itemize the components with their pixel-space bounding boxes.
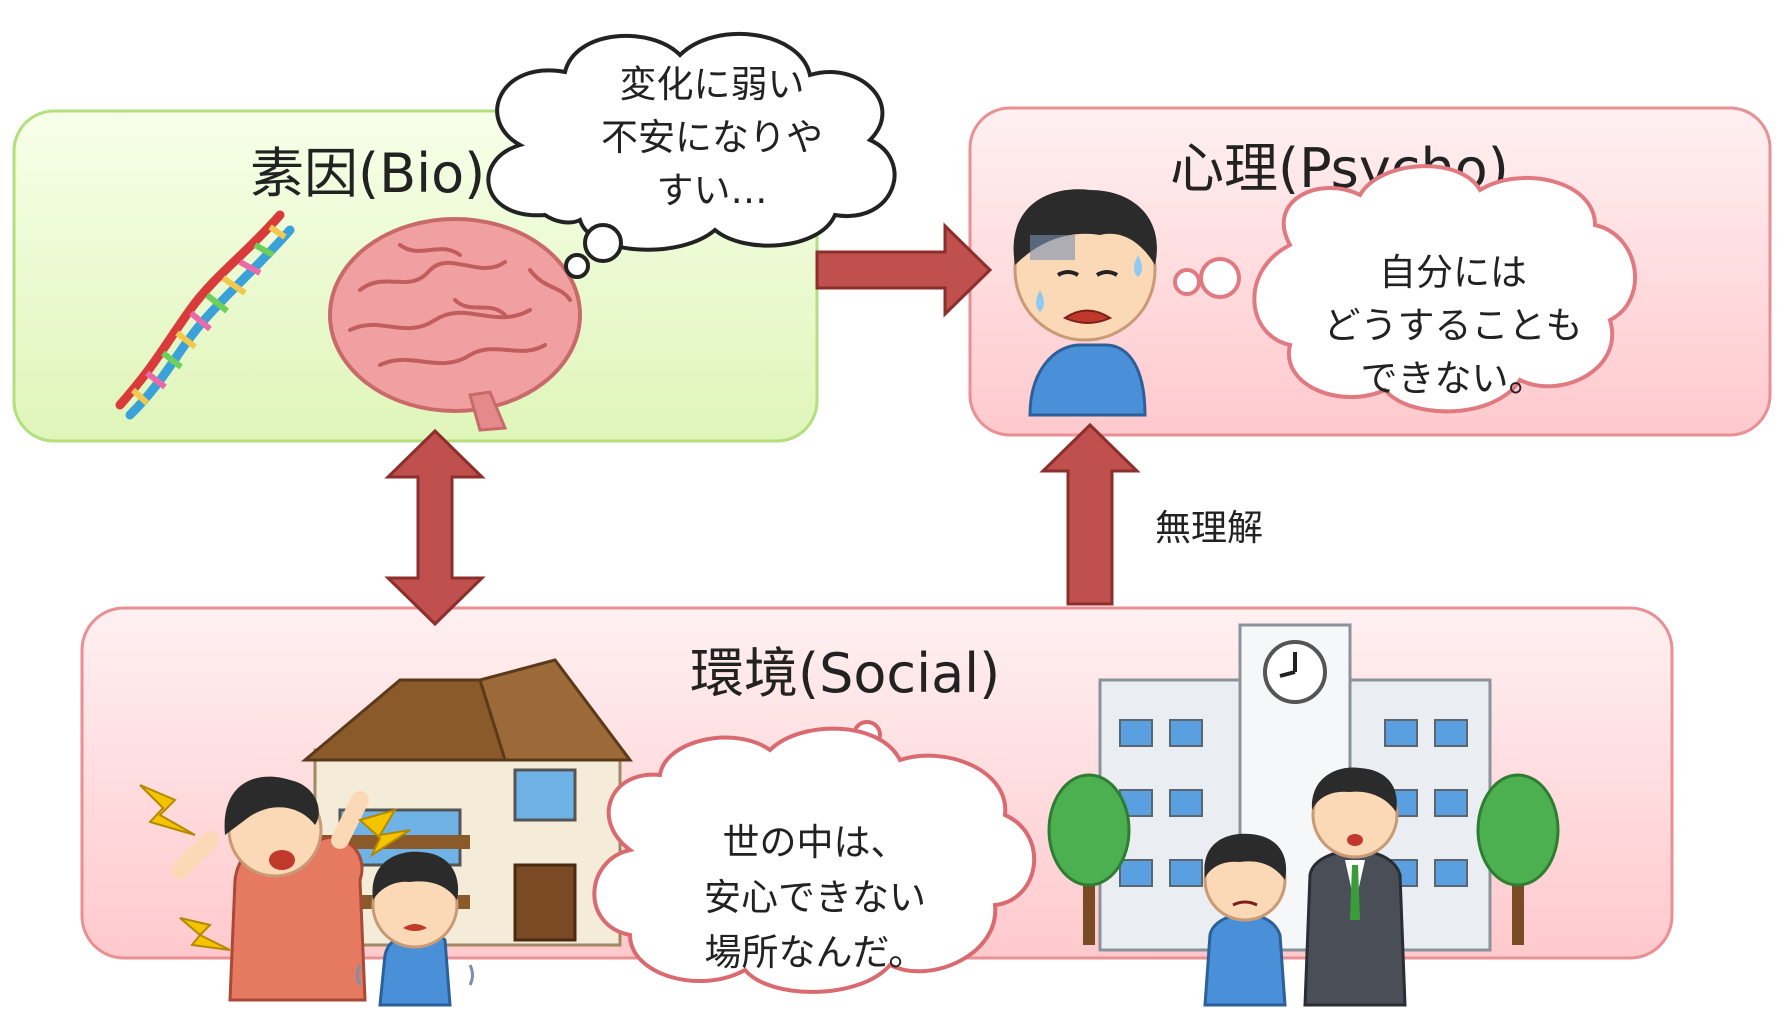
bio-social-double-arrow xyxy=(384,428,486,627)
bio-thought-bubble: 変化に弱い 不安になりや すい… xyxy=(486,32,897,279)
dna-icon xyxy=(115,210,295,420)
tree-icon xyxy=(1476,773,1560,945)
house-icon xyxy=(300,658,633,947)
social-bubble-line-3: 場所なんだ。 xyxy=(705,931,926,974)
psycho-bubble-line-1: 自分には xyxy=(1379,251,1527,294)
bio-bubble-line-2: 不安になりや xyxy=(601,116,823,159)
social-title: 環境(Social) xyxy=(690,642,1000,705)
psycho-bubble-line-3: できない。 xyxy=(1361,357,1546,400)
psycho-bubble-line-2: どうすることも xyxy=(1324,304,1583,347)
bio-title: 素因(Bio) xyxy=(250,142,485,205)
worried-boy-icon xyxy=(1013,189,1157,417)
tree-icon xyxy=(1047,773,1131,945)
teacher-icon xyxy=(1303,767,1407,1007)
sad-student-icon xyxy=(1203,833,1287,1007)
misunderstanding-label: 無理解 xyxy=(1155,508,1263,549)
bio-to-psycho-arrow xyxy=(815,222,993,318)
angry-parent-icon xyxy=(171,776,369,1002)
brain-icon xyxy=(328,217,582,432)
lightning-icon xyxy=(139,784,411,951)
bio-bubble-line-3: すい… xyxy=(657,169,768,212)
social-to-psycho-arrow xyxy=(1039,422,1141,606)
scared-child-icon xyxy=(356,851,474,1007)
bio-bubble-line-1: 変化に弱い xyxy=(620,63,805,106)
social-thought-bubble: 世の中は、 安心できない 場所なんだ。 xyxy=(592,720,1037,994)
social-bubble-line-1: 世の中は、 xyxy=(723,821,908,864)
social-bubble-line-2: 安心できない xyxy=(704,876,926,919)
psycho-thought-bubble: 自分には どうすることも できない。 xyxy=(1173,164,1637,414)
